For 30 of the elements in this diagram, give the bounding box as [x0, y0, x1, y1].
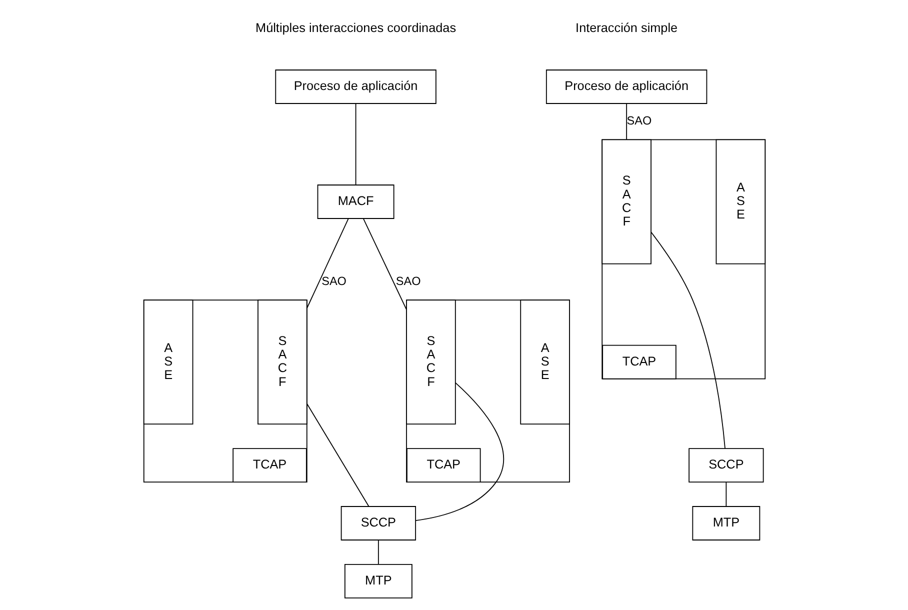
connector: [306, 218, 348, 309]
edge-label: SAO: [626, 114, 652, 128]
connector: [362, 218, 406, 310]
connector: [650, 232, 725, 449]
node-box: A S E: [715, 139, 766, 264]
connector: [725, 482, 726, 507]
node-box: MTP: [344, 564, 412, 598]
connector: [377, 540, 378, 565]
node-box: TCAP: [602, 344, 676, 380]
connector: [414, 382, 504, 521]
edge-label: SAO: [395, 274, 420, 288]
node-box: S A C F: [601, 139, 651, 264]
node-box: S A C F: [406, 300, 456, 425]
node-box: SCCP: [340, 506, 416, 540]
node-box: TCAP: [232, 448, 306, 482]
node-box: TCAP: [406, 448, 480, 482]
node-box: MACF: [316, 184, 394, 219]
node-box: SCCP: [688, 448, 764, 482]
connector: [354, 103, 356, 186]
node-box: Proceso de aplicación: [545, 70, 707, 104]
edge-label: SAO: [321, 274, 346, 288]
connector: [626, 103, 627, 140]
label: Múltiples interacciones coordinadas: [255, 21, 456, 36]
label: Interacción simple: [575, 21, 678, 36]
connector: [306, 403, 369, 507]
node-box: MTP: [692, 506, 760, 540]
node-box: S A C F: [257, 300, 307, 425]
node-box: A S E: [142, 300, 193, 425]
node-box: Proceso de aplicación: [274, 70, 436, 104]
node-box: A S E: [520, 300, 570, 425]
